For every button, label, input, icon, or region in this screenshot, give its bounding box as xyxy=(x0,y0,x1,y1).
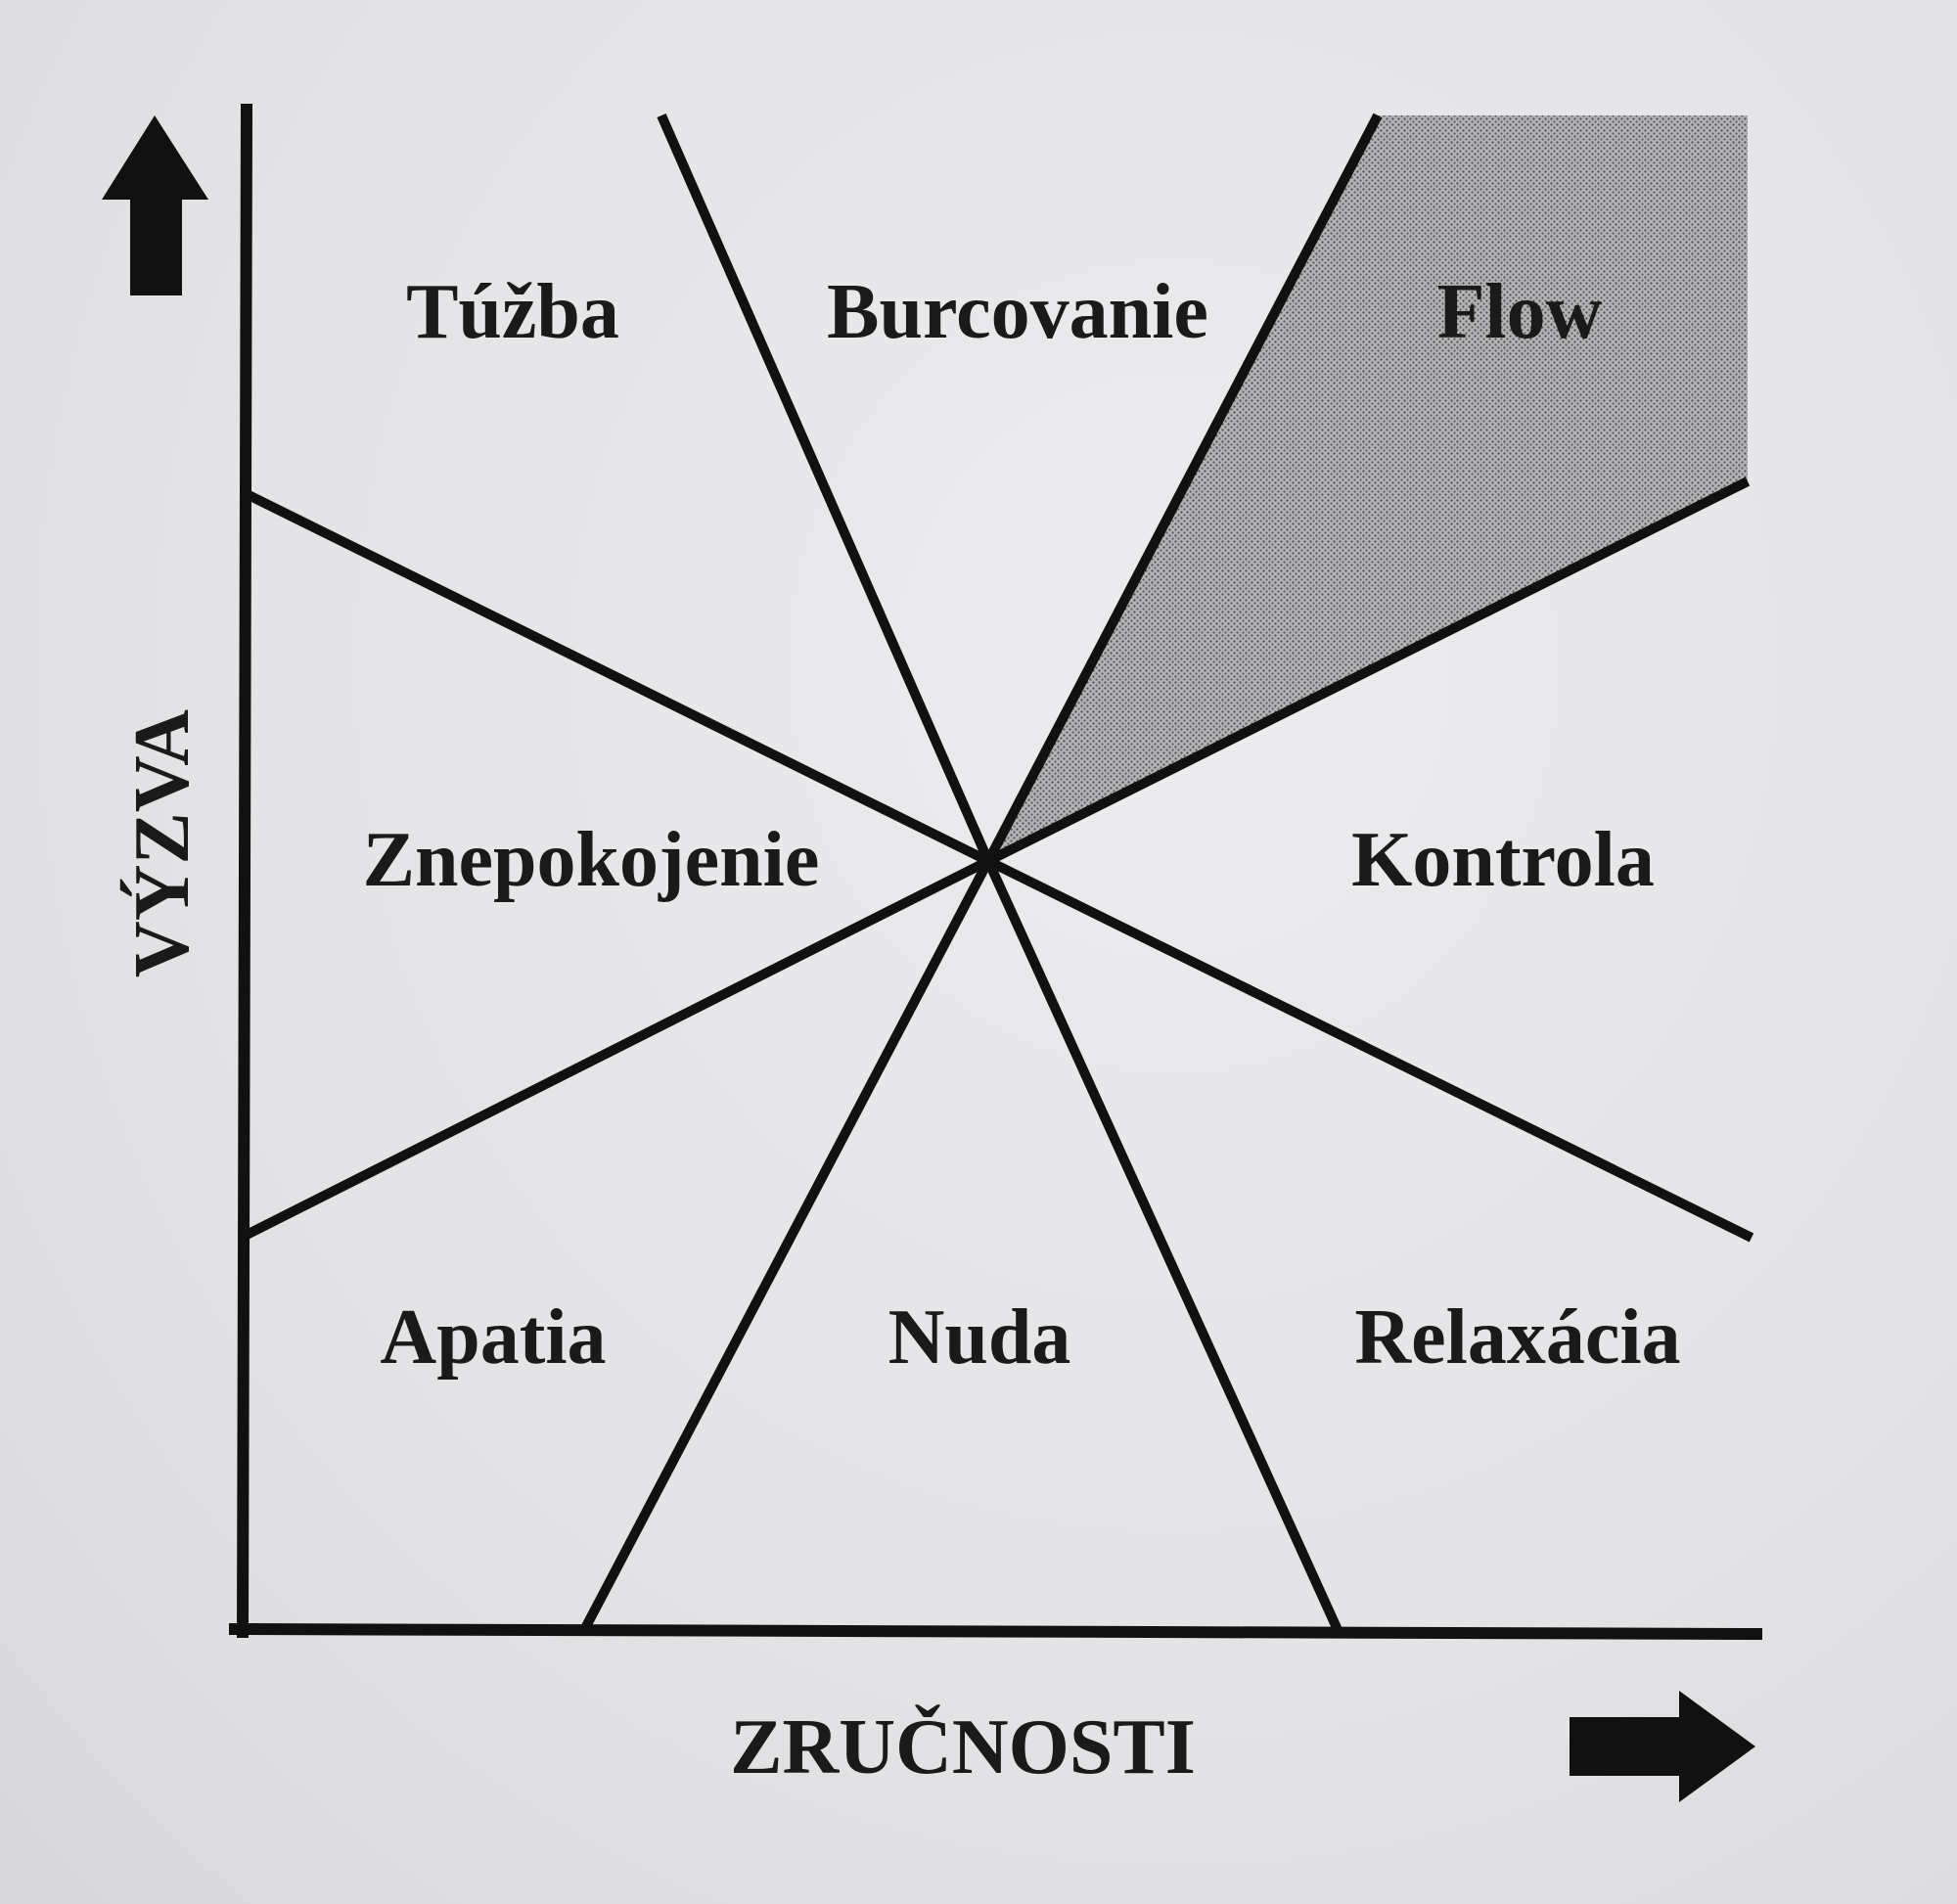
flow-region-fill xyxy=(988,115,1748,861)
region-label-znepokojenie: Znepokojenie xyxy=(363,817,820,903)
x-axis-line xyxy=(228,1622,1763,1641)
line-nuda-apatia xyxy=(578,858,993,1635)
arrow-right-icon xyxy=(1570,1691,1755,1802)
line-kontrola-relaxacia xyxy=(985,856,1754,1243)
line-flow-kontrola xyxy=(985,476,1751,866)
region-label-relaxacia: Relaxácia xyxy=(1354,1294,1680,1381)
region-label-apatia: Apatia xyxy=(380,1294,606,1381)
line-relaxacia-nuda xyxy=(983,858,1343,1635)
region-label-kontrola: Kontrola xyxy=(1351,817,1655,903)
x-axis-label: ZRUČNOSTI xyxy=(730,1704,1196,1791)
region-label-nuda: Nuda xyxy=(888,1294,1071,1381)
region-label-flow: Flow xyxy=(1437,269,1603,355)
y-axis-line xyxy=(236,103,253,1639)
region-label-burcovanie: Burcovanie xyxy=(827,269,1208,355)
line-znepokojenie-tuzba xyxy=(244,489,991,866)
line-tuzba-burcovanie xyxy=(657,113,993,864)
arrow-up-icon xyxy=(102,115,208,295)
line-apatia-znepokojenie xyxy=(244,856,991,1240)
line-burcovanie-flow xyxy=(983,113,1383,864)
region-label-tuzba: Túžba xyxy=(406,269,619,355)
y-axis-label: VÝZVA xyxy=(119,709,205,977)
